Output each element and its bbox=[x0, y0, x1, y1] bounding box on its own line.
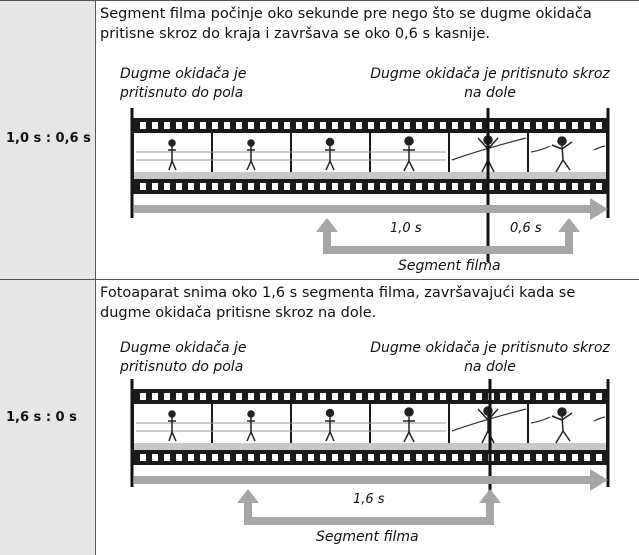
segment-label: Segment filma bbox=[316, 529, 419, 545]
half-press-caption: Dugme okidača je pritisnuto do pola bbox=[120, 66, 247, 101]
row-description: Segment filma počinje oko sekunde pre ne… bbox=[100, 6, 592, 42]
full-press-caption: Dugme okidača je pritisnuto skroz na dol… bbox=[370, 340, 610, 375]
time-before-label: 1,0 s bbox=[390, 221, 422, 236]
film-diagram bbox=[130, 379, 610, 525]
row-label: 1,6 s : 0 s bbox=[6, 410, 77, 425]
row-label-cell: 1,6 s : 0 s bbox=[0, 279, 96, 555]
full-press-caption: Dugme okidača je pritisnuto skroz na dol… bbox=[370, 66, 610, 101]
film-strip bbox=[130, 379, 610, 487]
time-before-label: 1,6 s bbox=[353, 492, 385, 507]
time-after-label: 0,6 s bbox=[510, 221, 542, 236]
row-description: Fotoaparat snima oko 1,6 s segmenta film… bbox=[100, 285, 576, 321]
row-label-cell: 1,0 s : 0,6 s bbox=[0, 0, 96, 280]
row-content-cell: Fotoaparat snima oko 1,6 s segmenta film… bbox=[96, 279, 639, 555]
segment-label: Segment filma bbox=[398, 258, 501, 274]
segment-bracket bbox=[316, 218, 580, 254]
film-strip bbox=[130, 108, 610, 218]
film-diagram bbox=[130, 108, 610, 262]
table-row: 1,6 s : 0 s Fotoaparat snima oko 1,6 s s… bbox=[0, 279, 639, 555]
row-label: 1,0 s : 0,6 s bbox=[6, 131, 91, 146]
timeline-arrow bbox=[134, 198, 608, 220]
timeline-arrow bbox=[134, 469, 608, 491]
half-press-caption: Dugme okidača je pritisnuto do pola bbox=[120, 340, 247, 375]
row-content-cell: Segment filma počinje oko sekunde pre ne… bbox=[96, 0, 639, 280]
table-row: 1,0 s : 0,6 s Segment filma počinje oko … bbox=[0, 0, 639, 280]
segment-bracket bbox=[237, 489, 501, 525]
